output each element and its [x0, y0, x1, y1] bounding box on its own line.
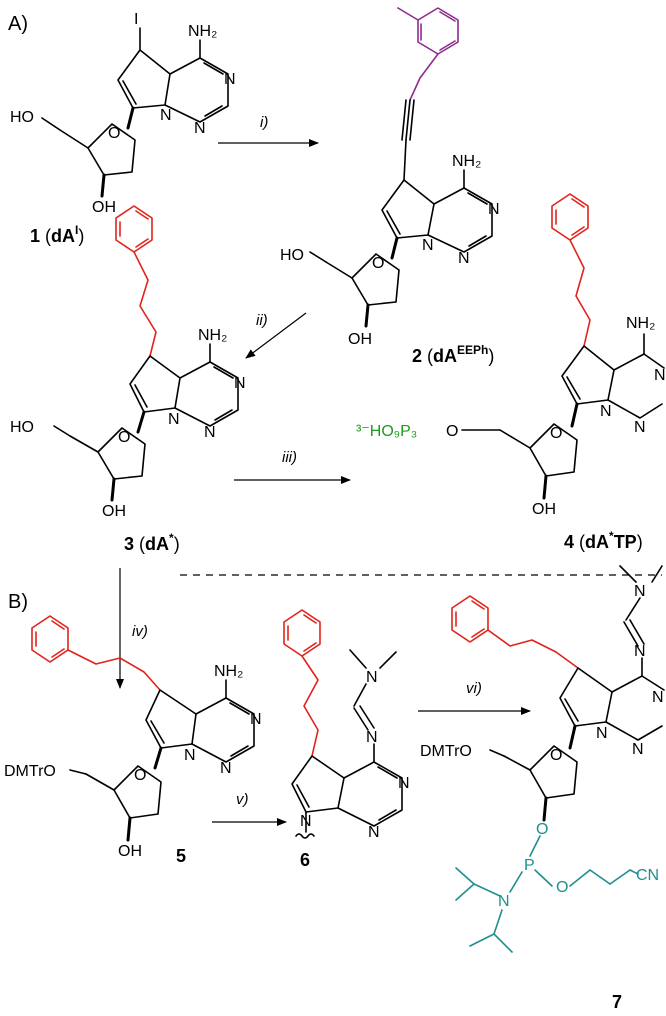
section-b-label: B): [8, 591, 28, 613]
reagent-i: i): [260, 114, 268, 131]
dmtro-group: DMTrO: [4, 763, 56, 780]
n-atom: N: [194, 120, 206, 137]
n-atom: N: [366, 669, 378, 686]
o-atom: O: [108, 125, 120, 142]
nh2-group: NH₂: [188, 23, 217, 40]
n-atom: N: [422, 237, 434, 254]
o-atom: O: [118, 429, 130, 446]
oh-group: OH: [118, 843, 142, 860]
reagent-iii: iii): [282, 449, 297, 466]
n-atom: N: [184, 747, 196, 764]
oh-group: OH: [348, 331, 372, 348]
n-atom: N: [368, 824, 380, 841]
iodo-atom: I: [134, 11, 138, 28]
nh2-group: NH₂: [214, 663, 243, 680]
n-atom: N: [634, 583, 646, 600]
dmtro-group: DMTrO: [420, 743, 472, 760]
reagent-vi: vi): [466, 680, 482, 697]
p-atom: P: [524, 857, 535, 874]
ho-group: HO: [10, 109, 34, 126]
triphosphate-group: ³⁻HO₉P₃: [356, 423, 417, 440]
n-atom: N: [488, 201, 500, 218]
compound-2-label: 2 (dAEEPh): [412, 343, 494, 366]
n-atom: N: [250, 711, 262, 728]
oh-group: OH: [102, 503, 126, 520]
n-atom: N: [634, 643, 646, 660]
nh2-group: NH₂: [626, 315, 655, 332]
reagent-ii: ii): [256, 312, 268, 329]
n-atom: N: [596, 725, 608, 742]
n-atom: N: [366, 729, 378, 746]
reagent-iv: iv): [132, 623, 148, 640]
compound-3-label: 3 (dA*): [124, 531, 180, 554]
n-atom: N: [632, 741, 644, 758]
compound-2-structure: [309, 7, 493, 328]
reagent-v: v): [236, 791, 249, 808]
oh-group: OH: [532, 501, 556, 518]
n-atom: N: [398, 775, 410, 792]
n-atom: N: [300, 813, 312, 830]
n-atom: N: [498, 893, 510, 910]
compound-1-structure: [41, 27, 229, 198]
nh2-group: NH₂: [198, 327, 227, 344]
section-a-label: A): [8, 13, 28, 35]
compound-4-structure: [461, 193, 665, 500]
nh2-group: NH₂: [452, 153, 481, 170]
o-atom: O: [550, 425, 562, 442]
n-atom: N: [458, 250, 470, 267]
o-atom: O: [446, 423, 458, 440]
compound-3-structure: [53, 205, 239, 502]
o-atom: O: [372, 255, 384, 272]
ho-group: HO: [10, 419, 34, 436]
o-atom: O: [536, 821, 548, 838]
compound-5-structure: [31, 615, 255, 842]
oh-group: OH: [92, 199, 116, 216]
n-atom: N: [204, 424, 216, 441]
compound-6-label: 6: [300, 850, 310, 870]
n-atom: N: [600, 403, 612, 420]
compound-1-label: 1 (dAI): [30, 223, 84, 246]
cn-group: CN: [636, 867, 659, 884]
n-atom: N: [654, 367, 666, 384]
arrow-ii: [245, 312, 307, 359]
o-atom: O: [134, 767, 146, 784]
compound-4-label: 4 (dA*TP): [564, 529, 643, 552]
n-atom: N: [634, 419, 646, 436]
compound-7-structure: [451, 565, 665, 953]
ho-group: HO: [280, 247, 304, 264]
n-atom: N: [224, 71, 236, 88]
n-atom: N: [652, 689, 664, 706]
n-atom: N: [160, 107, 172, 124]
n-atom: N: [234, 375, 246, 392]
compound-5-label: 5: [176, 846, 186, 866]
compound-7-label: 7: [612, 992, 622, 1012]
o-atom: O: [550, 747, 562, 764]
n-atom: N: [220, 760, 232, 777]
compound-6-structure: [283, 609, 403, 839]
o-atom: O: [556, 879, 568, 896]
n-atom: N: [168, 411, 180, 428]
